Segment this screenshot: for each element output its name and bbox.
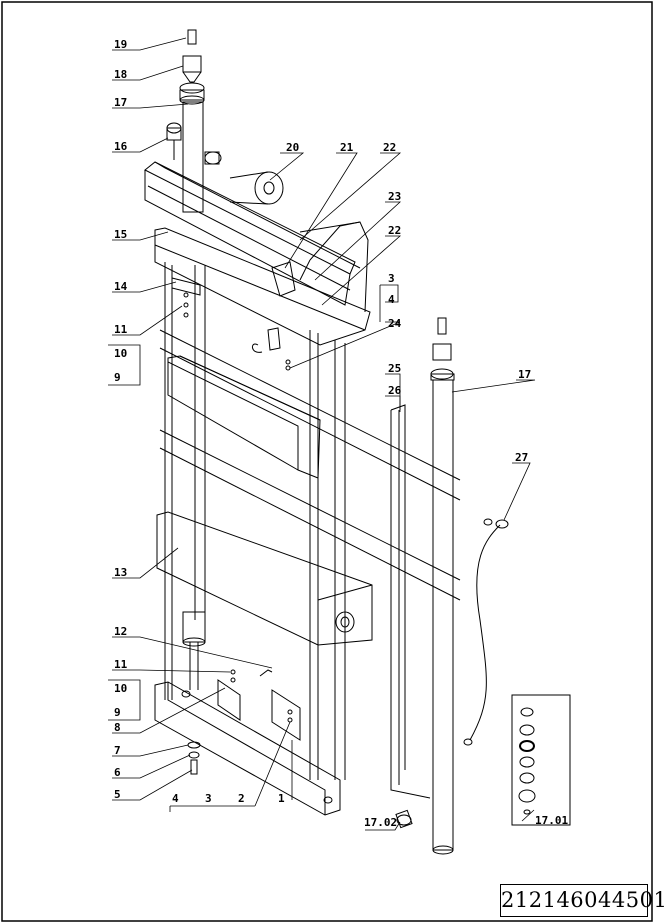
part-label: 17	[518, 368, 531, 381]
part-label: 24	[388, 317, 402, 330]
part-label: 18	[114, 68, 127, 81]
base-fasteners	[187, 669, 301, 775]
part-label: 11	[114, 323, 128, 336]
lower-crossbar	[156, 511, 373, 646]
mast-assembly	[144, 29, 571, 855]
part-label: 19	[114, 38, 127, 51]
part-label: 22	[383, 141, 396, 154]
part-label: 3	[388, 272, 395, 285]
wiring-harness	[463, 518, 509, 746]
part-label: 21	[340, 141, 354, 154]
carriage-brackets	[171, 261, 296, 371]
part-label: 8	[114, 721, 121, 734]
drawing-number-box: 212146044501	[500, 884, 667, 917]
part-label: 9	[114, 706, 121, 719]
carriage-plate	[154, 221, 371, 346]
part-label: 14	[114, 280, 128, 293]
part-label: 20	[286, 141, 299, 154]
drawing-border	[1, 1, 653, 922]
part-label: 7	[114, 744, 121, 757]
leader-lines	[108, 37, 536, 831]
part-label: 1	[278, 792, 285, 805]
break-lines	[159, 329, 461, 601]
part-label: 17	[114, 96, 127, 109]
part-label: 16	[114, 140, 128, 153]
part-label: 4	[388, 293, 395, 306]
part-label: 3	[205, 792, 212, 805]
part-label: 11	[114, 658, 128, 671]
seal-kit-box	[511, 694, 571, 826]
part-label: 5	[114, 788, 121, 801]
part-label: 10	[114, 682, 127, 695]
part-label: 6	[114, 766, 121, 779]
part-label: 22	[388, 224, 401, 237]
sheave-wheel	[229, 171, 284, 205]
part-label: 9	[114, 371, 121, 384]
part-label: 12	[114, 625, 127, 638]
part-label: 10	[114, 347, 127, 360]
part-labels: 19 18 17 16 20 21 22 23 22 15 14 3 4 24 …	[114, 38, 568, 829]
upper-crossbar	[144, 151, 361, 306]
part-label: 2	[238, 792, 245, 805]
cylinder-top-parts	[179, 29, 205, 213]
part-label: 4	[172, 792, 179, 805]
middle-crossbar	[167, 355, 321, 479]
part-label: 26	[388, 384, 402, 397]
top-pulley	[166, 122, 182, 160]
separate-cylinder	[395, 317, 455, 855]
part-label: 23	[388, 190, 401, 203]
part-label: 17.01	[535, 814, 568, 827]
part-label: 15	[114, 228, 127, 241]
guide-rail	[390, 404, 431, 799]
part-label: 27	[515, 451, 528, 464]
lower-cylinder	[182, 611, 206, 690]
part-label: 13	[114, 566, 127, 579]
part-label: 17.02	[364, 816, 397, 829]
part-label: 25	[388, 362, 401, 375]
mast-rails	[164, 262, 346, 780]
base-plate	[154, 681, 341, 816]
